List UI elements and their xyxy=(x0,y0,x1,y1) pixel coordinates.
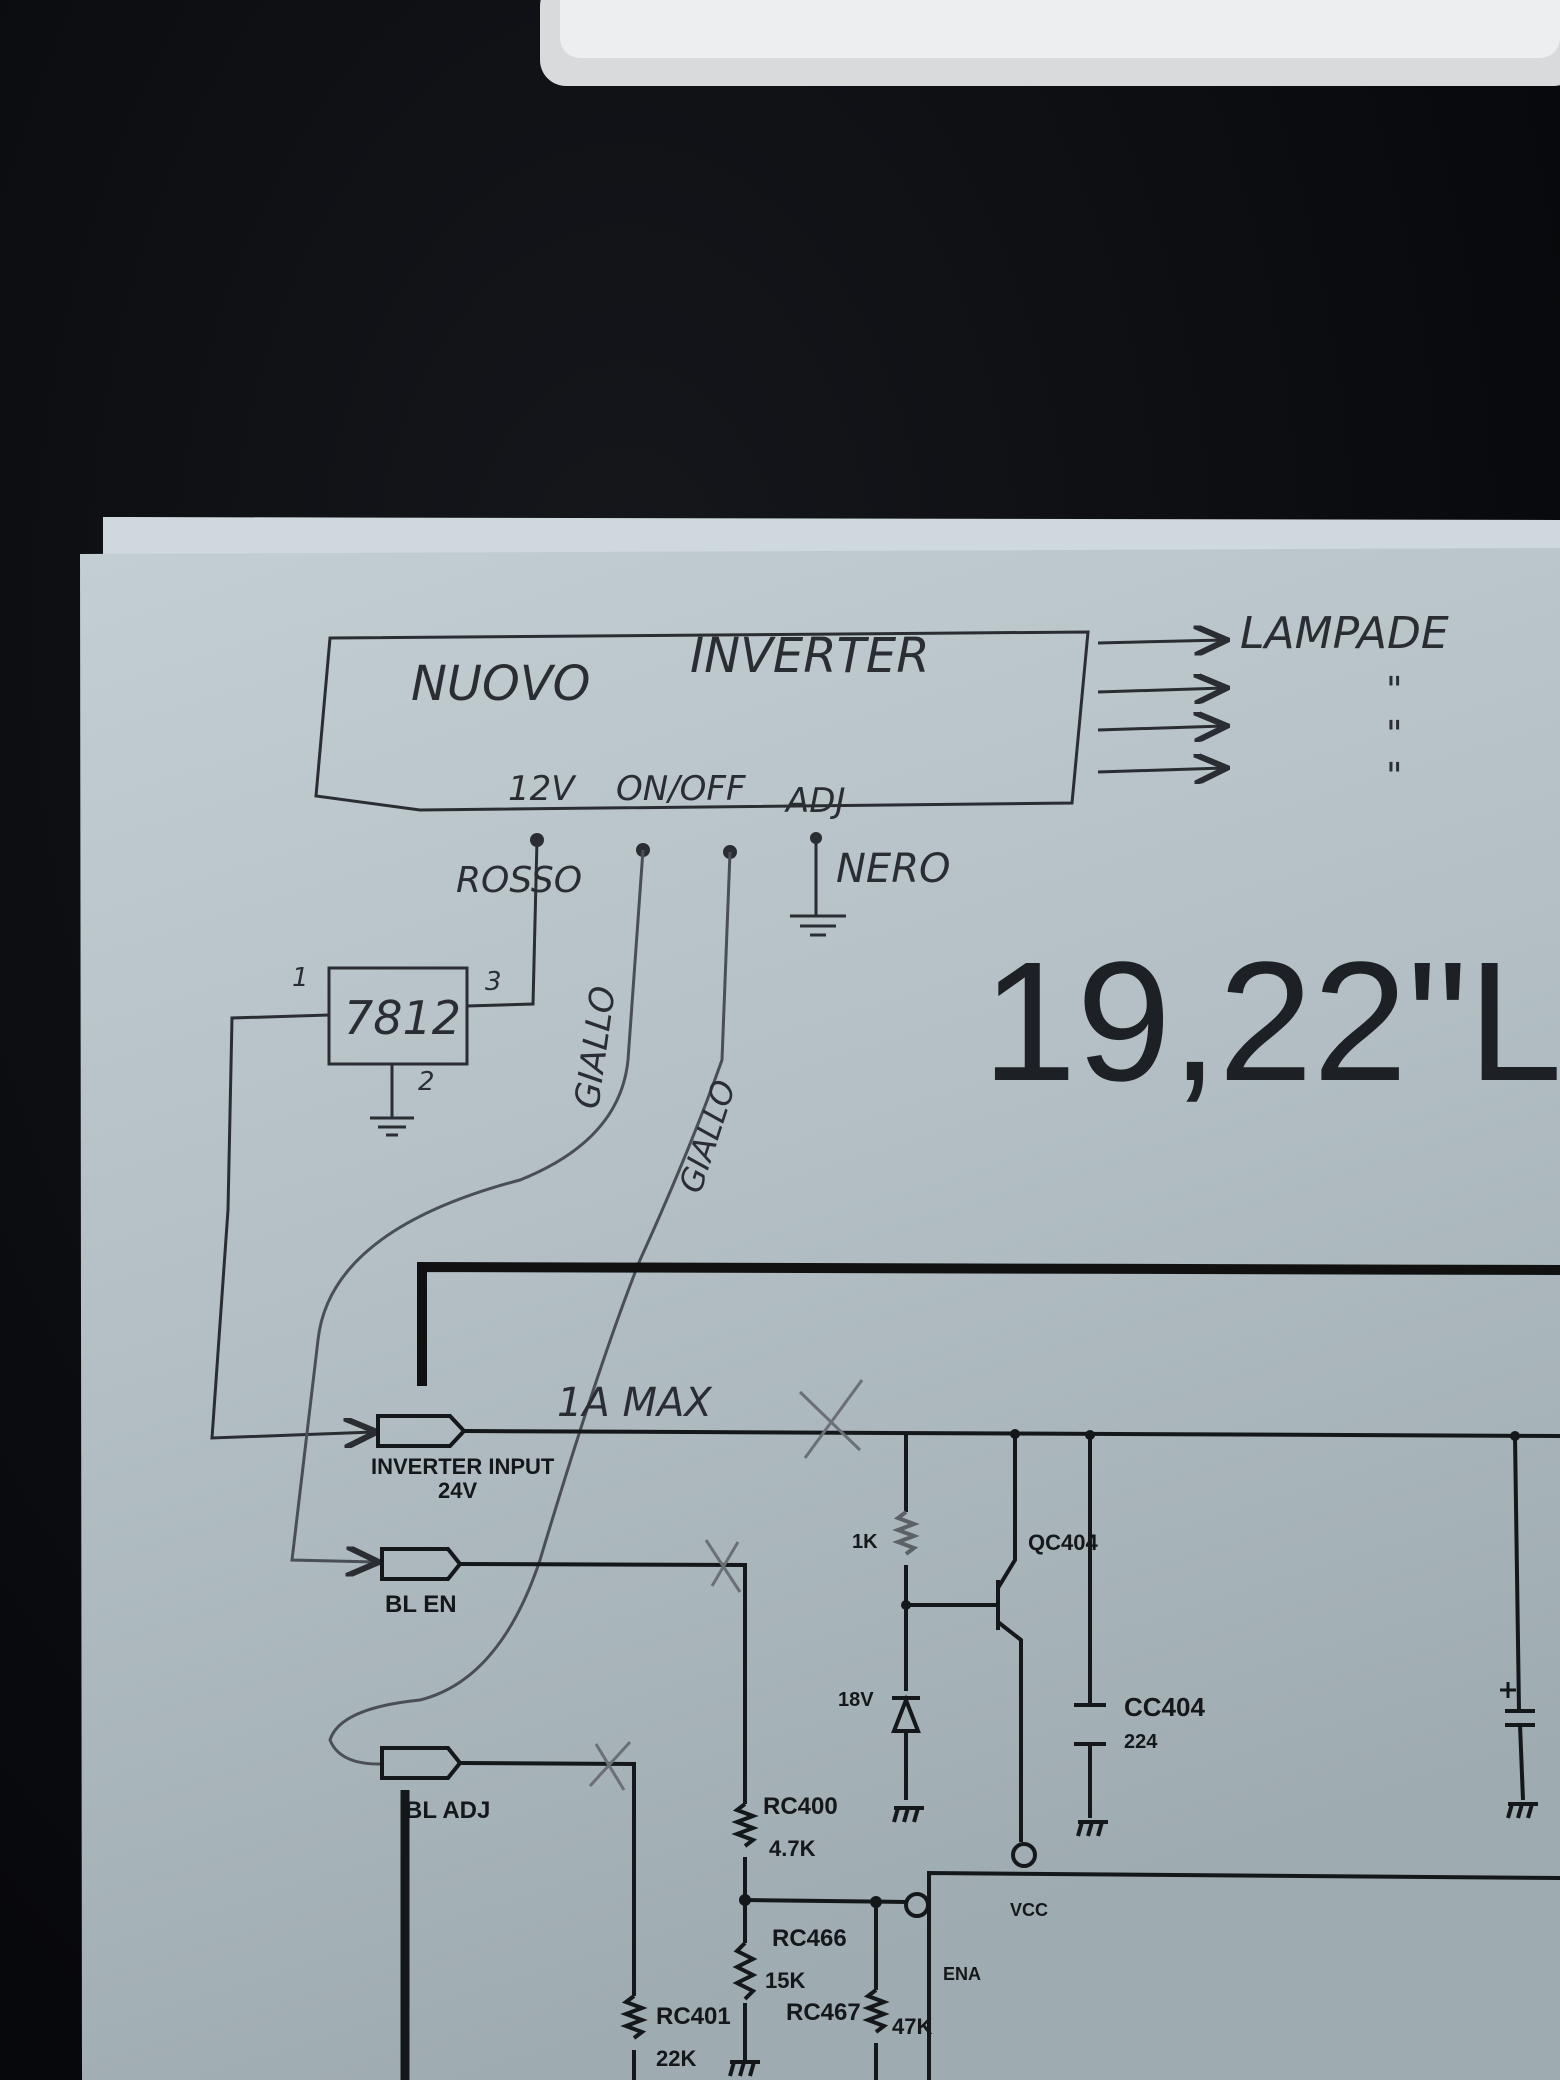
zener-value: 18V xyxy=(838,1689,874,1711)
zener-diode xyxy=(891,1694,921,1733)
page-heading: 19,22"L xyxy=(982,927,1560,1117)
inverter-voltage-label: 24V xyxy=(438,1478,477,1503)
inverter-title-1: NUOVO xyxy=(411,656,590,712)
new-inverter-box xyxy=(314,630,1090,812)
bl-en-label: BL EN xyxy=(385,1591,457,1618)
frame-line xyxy=(417,1261,1560,1386)
inverter-title-2: INVERTER xyxy=(690,628,930,684)
lamp-outputs xyxy=(1097,640,1224,772)
white-object-top xyxy=(560,0,1560,58)
pin-adj-label: ADJ xyxy=(784,781,845,821)
paper-front-sheet xyxy=(80,548,1560,2080)
inverter-input-label: INVERTER INPUT xyxy=(371,1454,555,1479)
cc404-value: 224 xyxy=(1124,1731,1158,1753)
ena-label: ENA xyxy=(943,1964,981,1984)
pin-onoff-label: ON/OFF xyxy=(616,769,746,809)
reg-pin-2: 2 xyxy=(418,1067,435,1097)
qc404-label: QC404 xyxy=(1028,1530,1098,1555)
vcc-label: VCC xyxy=(1010,1900,1048,1920)
ground-symbols xyxy=(728,1802,1538,2077)
plus-sign xyxy=(1500,1682,1516,1698)
ditto-1: " xyxy=(1386,670,1403,711)
lamps-label: LAMPADE xyxy=(1240,608,1449,659)
regulator-ground xyxy=(370,1064,414,1137)
ic-pins xyxy=(904,1842,1037,1918)
resistor-value: 1K xyxy=(852,1531,878,1553)
cc404-label: CC404 xyxy=(1124,1692,1205,1722)
reg-pin-1: 1 xyxy=(292,963,309,993)
resistors xyxy=(620,1510,920,2040)
rc401-label: RC401 xyxy=(656,2003,731,2030)
rc401-value: 22K xyxy=(656,2046,696,2071)
rc400-value: 4.7K xyxy=(769,1836,816,1861)
wire-adj-to-bl-adj xyxy=(328,851,732,1766)
rc467-value: 47K xyxy=(892,2014,932,2039)
junctions xyxy=(739,1429,1520,1908)
reg-pin-3: 3 xyxy=(485,967,502,997)
ditto-2: " xyxy=(1386,714,1403,755)
cut-marks xyxy=(588,1379,864,1791)
bl-adj-label: BL ADJ xyxy=(405,1797,490,1824)
regulator-label: 7812 xyxy=(344,991,461,1045)
connectors xyxy=(376,1414,467,1780)
ground-symbol xyxy=(790,838,846,937)
rc467-label: RC467 xyxy=(786,1999,861,2026)
wire-onoff-to-bl-en xyxy=(290,849,645,1562)
nero-label: NERO xyxy=(836,846,950,892)
ditto-3: " xyxy=(1386,756,1403,797)
current-note: 1A MAX xyxy=(557,1380,713,1426)
rc466-value: 15K xyxy=(765,1968,805,1993)
wire-12v xyxy=(466,839,539,1008)
pin-12v-label: 12V xyxy=(508,769,577,809)
rc400-label: RC400 xyxy=(763,1793,838,1820)
rc466-label: RC466 xyxy=(772,1925,847,1952)
wire-24v-to-regulator xyxy=(210,1013,374,1438)
rosso-label: ROSSO xyxy=(456,860,582,901)
